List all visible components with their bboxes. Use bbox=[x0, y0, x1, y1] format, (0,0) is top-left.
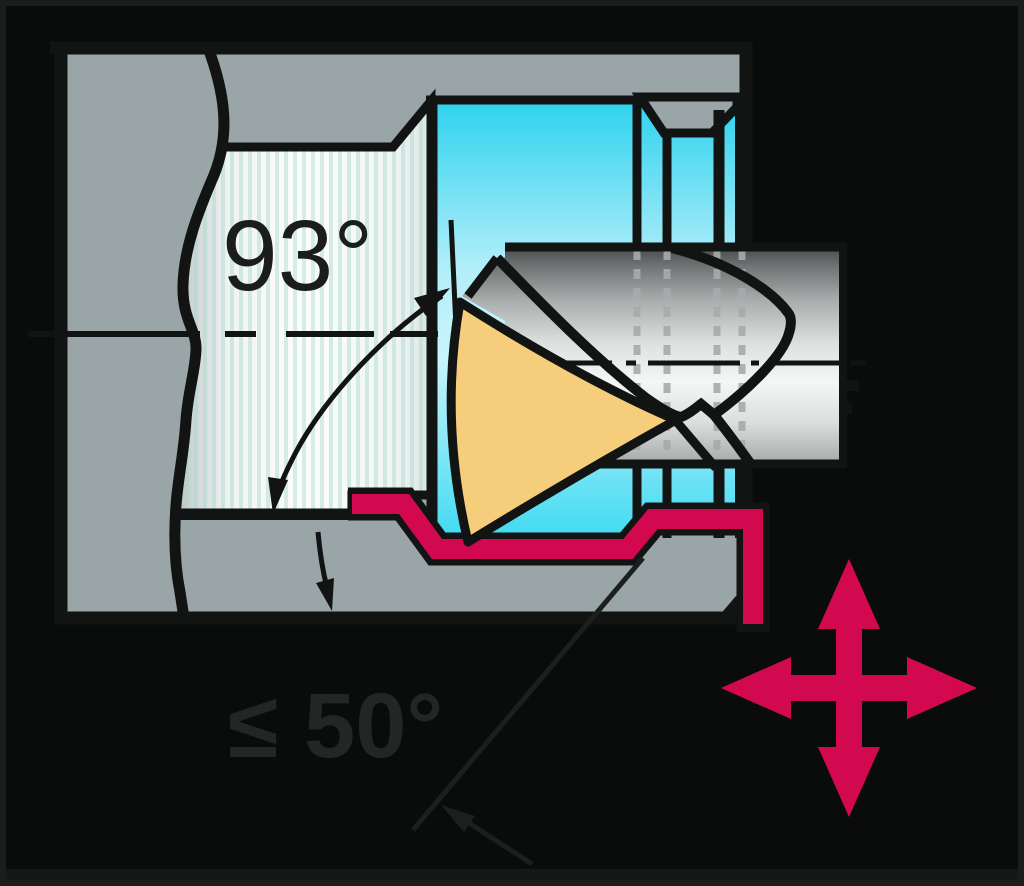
bar-end-notch bbox=[843, 380, 859, 391]
feed-direction-cross-icon bbox=[721, 559, 977, 817]
entering-angle-label: 93° bbox=[222, 200, 373, 312]
trigon-insert bbox=[446, 297, 681, 547]
bar-end-notch-small bbox=[843, 403, 852, 414]
workpiece-outline bbox=[50, 41, 753, 625]
section-break-wavy-line bbox=[169, 43, 230, 619]
profile-red-band bbox=[352, 494, 763, 624]
machined-profile-highlight bbox=[348, 487, 770, 632]
annotations: 93° ≤ 50° bbox=[28, 200, 977, 867]
head-silhouette-curve bbox=[670, 243, 796, 420]
boring-bar bbox=[446, 219, 866, 547]
pocket-closure-line bbox=[464, 255, 501, 299]
ramp-angle-line bbox=[411, 556, 645, 832]
ramp-angle-arrowhead-icon bbox=[441, 805, 475, 832]
depth-arrowhead-icon bbox=[316, 578, 334, 611]
max-ramp-angle-label: ≤ 50° bbox=[228, 675, 443, 777]
arc-arrowhead-lower-icon bbox=[268, 477, 288, 514]
head-lower-edge-line bbox=[672, 418, 720, 471]
arc-arrowhead-upper-icon bbox=[414, 288, 450, 316]
feed-cross-horizontal-arrow bbox=[721, 657, 977, 719]
